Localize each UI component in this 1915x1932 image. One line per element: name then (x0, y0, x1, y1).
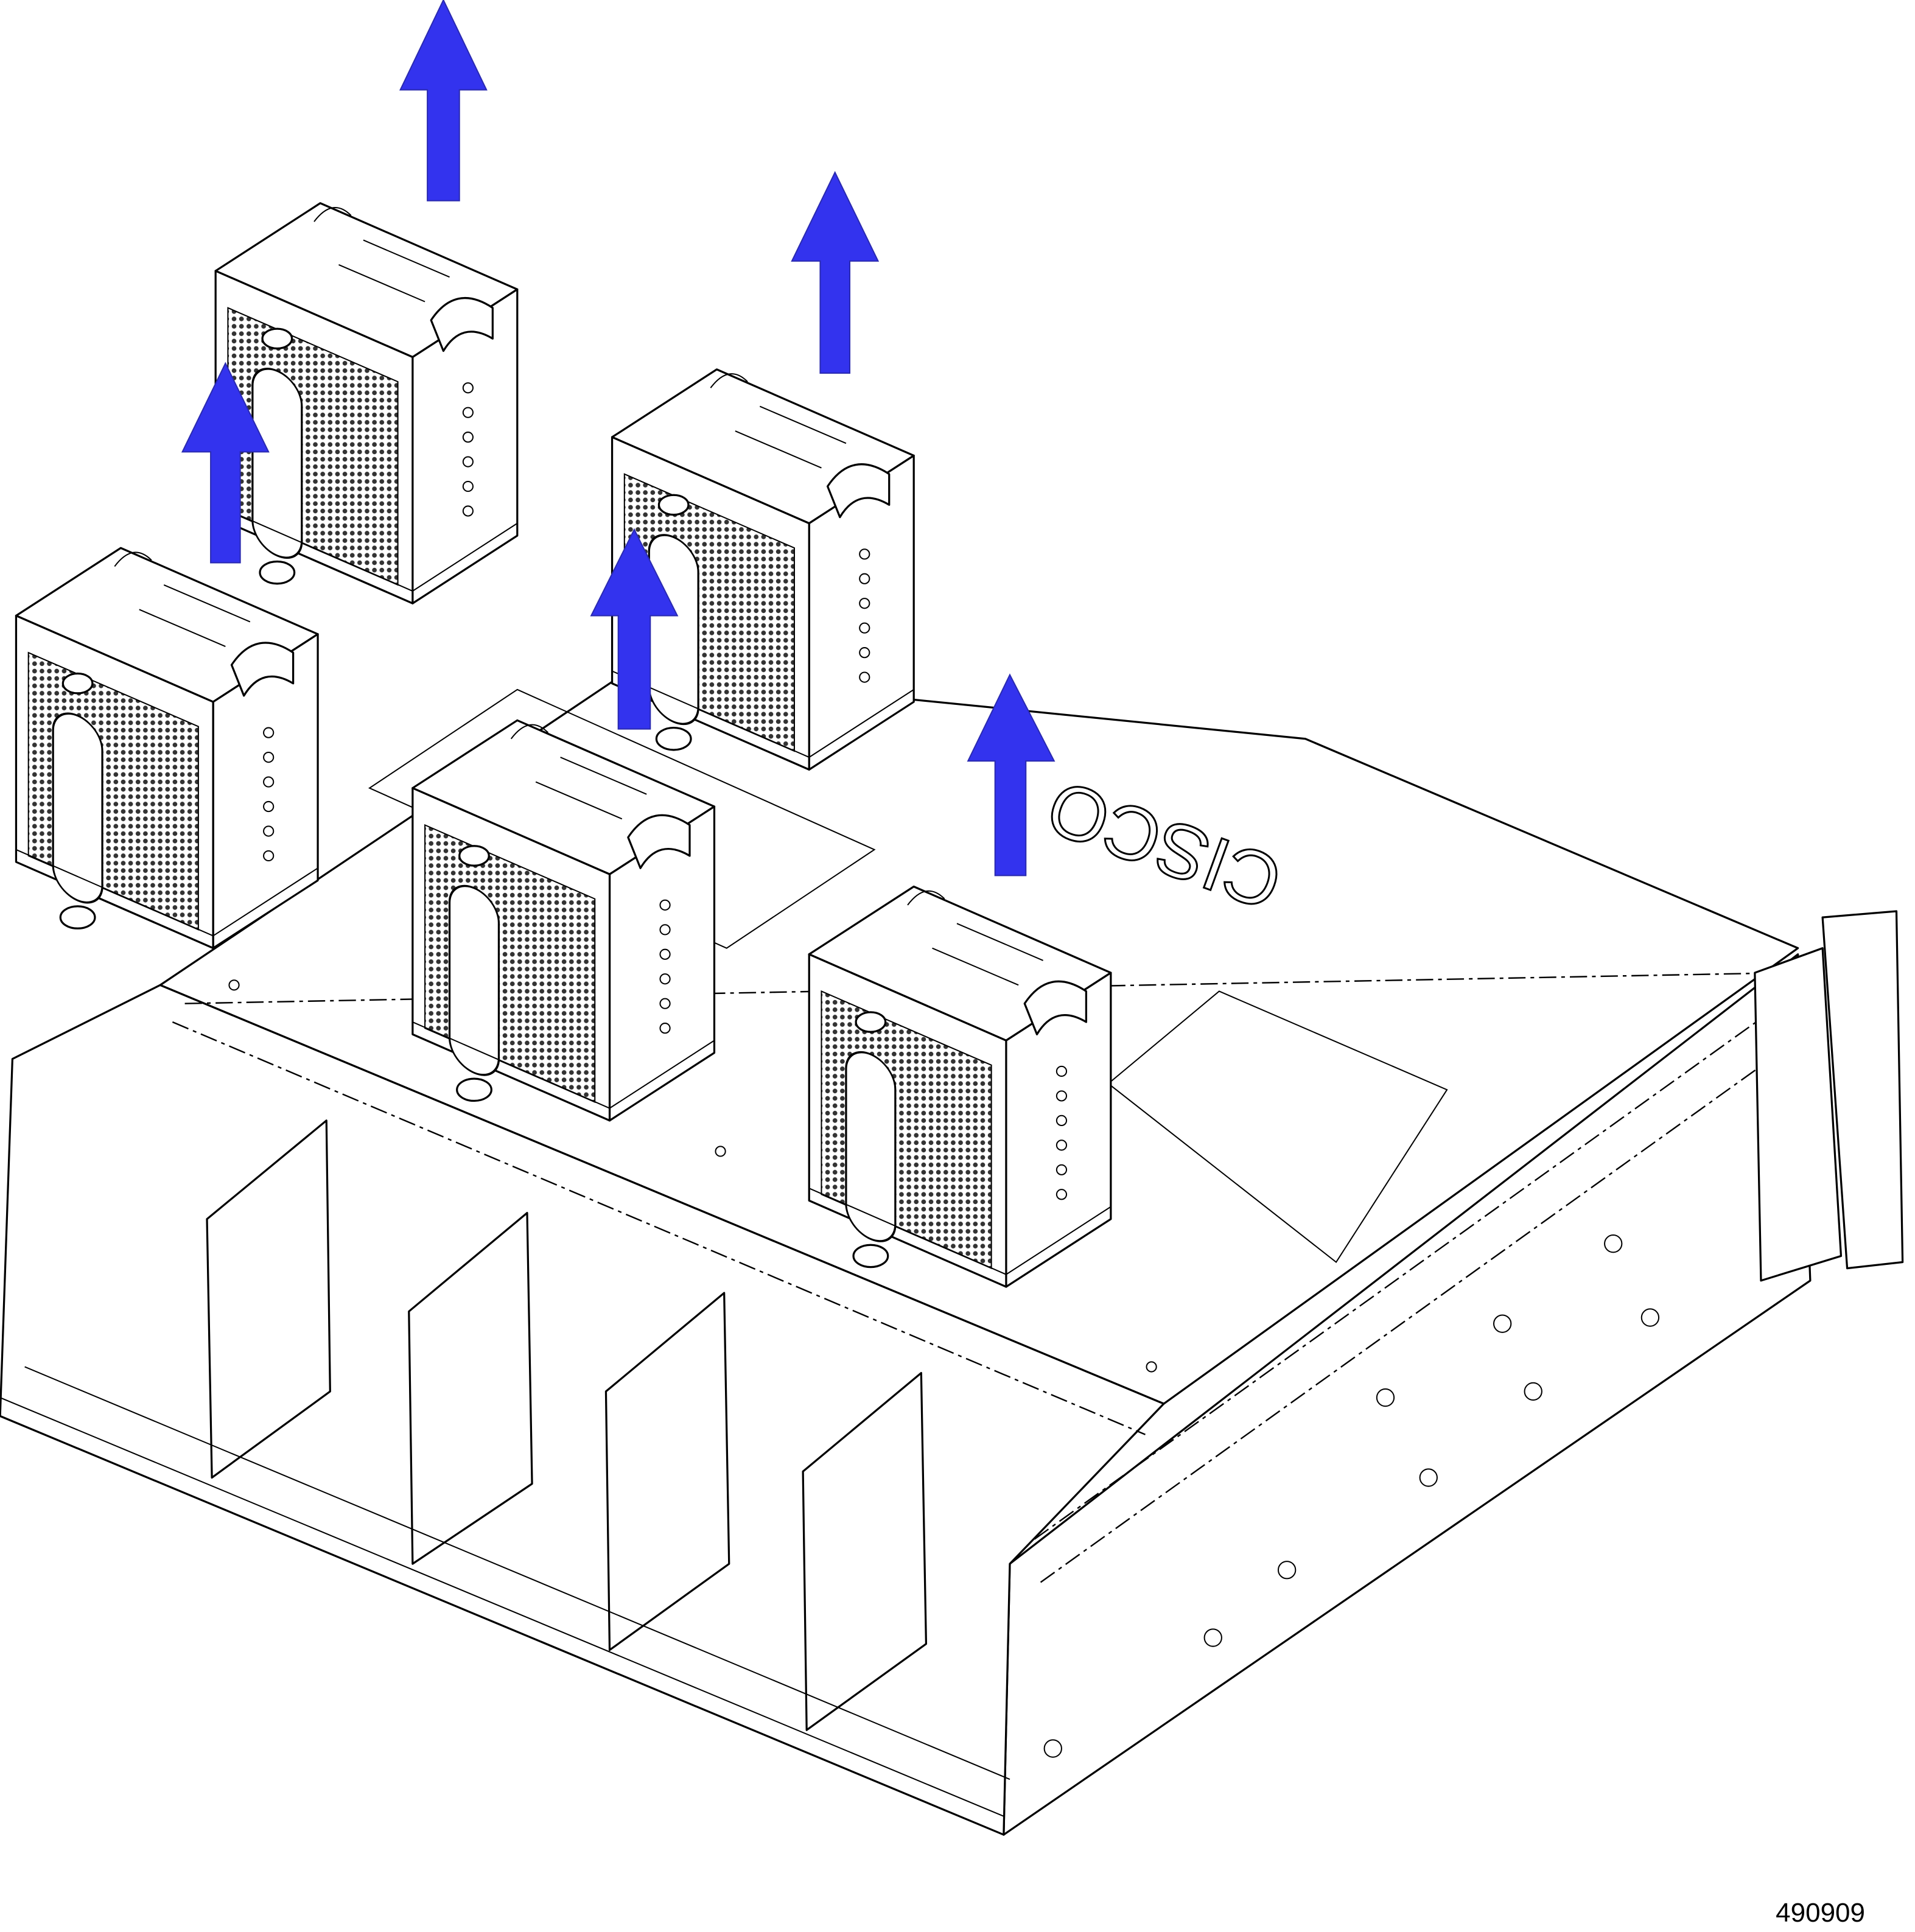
front-bezel (1754, 910, 1904, 1282)
up-arrow-icon (399, 0, 488, 201)
fan-slot-dividers (206, 1119, 928, 1731)
up-arrow-icon (967, 673, 1056, 877)
fan-module-3[interactable] (15, 547, 319, 950)
up-arrow-icon (181, 362, 270, 564)
figure-number: 490909 (1776, 1898, 1865, 1928)
up-arrow-icon (791, 170, 880, 374)
removal-arrows (181, 0, 1056, 877)
fan-module-1[interactable] (214, 202, 519, 604)
up-arrow-icon (590, 528, 679, 730)
fan-module-2[interactable] (611, 368, 915, 771)
